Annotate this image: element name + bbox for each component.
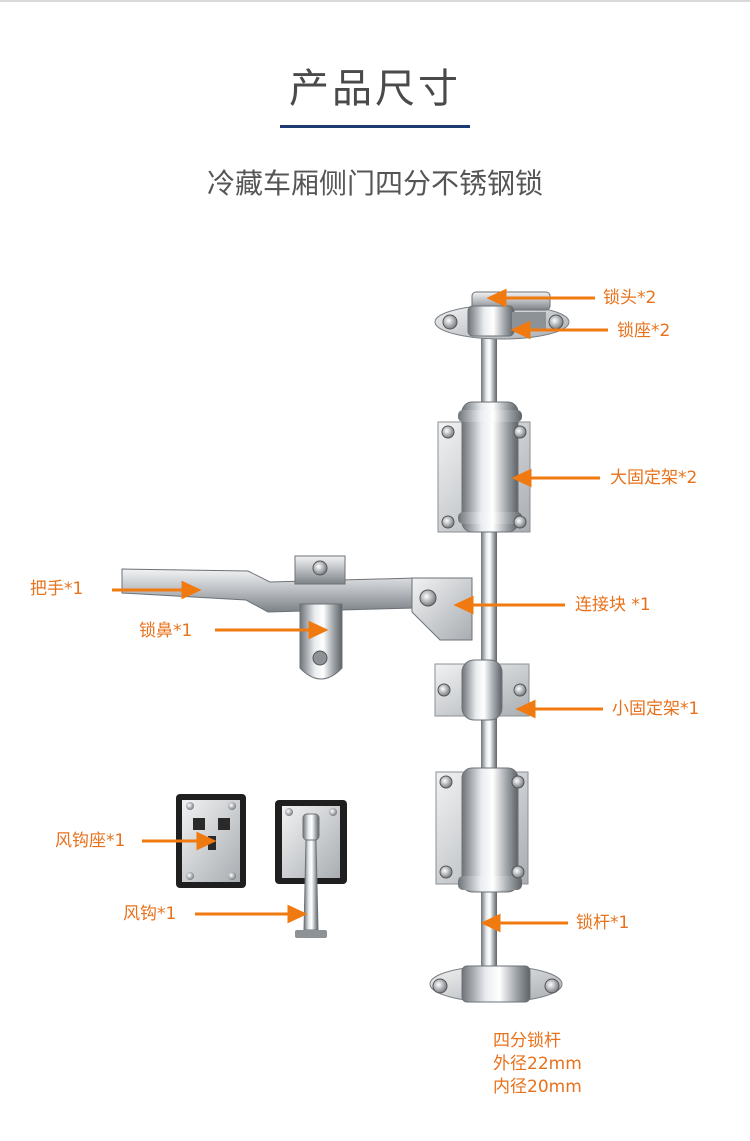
top-divider [0, 0, 750, 2]
label-connector: 连接块 *1 [575, 595, 651, 615]
label-wind-hook: 风钩*1 [123, 904, 177, 924]
small-bracket [434, 659, 530, 721]
label-small-bracket: 小固定架*1 [612, 699, 700, 719]
rod-spec-line3: 内径20mm [493, 1077, 582, 1097]
bottom-lock-head [429, 965, 563, 1003]
handle [121, 555, 416, 613]
label-big-bracket: 大固定架*2 [610, 468, 698, 488]
rod-spec-line2: 外径22mm [493, 1054, 582, 1074]
label-wind-hook-seat: 风钩座*1 [55, 831, 126, 851]
lock-nose [299, 603, 343, 680]
page-title: 产品尺寸 [289, 66, 461, 112]
label-lock-head: 锁头*2 [603, 288, 657, 308]
rod-spec: 四分锁杆 外径22mm 内径20mm [493, 1030, 582, 1099]
label-handle: 把手*1 [30, 579, 84, 599]
big-bracket-upper [437, 401, 531, 533]
connector-block [411, 577, 473, 641]
title-underline [280, 125, 470, 128]
leader-lines [112, 288, 608, 933]
wind-hook [275, 800, 347, 938]
big-bracket-lower [435, 767, 529, 893]
label-lock-nose: 锁鼻*1 [139, 621, 193, 641]
label-lock-seat: 锁座*2 [617, 321, 671, 341]
rod-spec-line1: 四分锁杆 [493, 1031, 561, 1051]
page-subtitle: 冷藏车厢侧门四分不锈钢锁 [206, 167, 543, 200]
label-lock-rod: 锁杆*1 [576, 913, 630, 933]
